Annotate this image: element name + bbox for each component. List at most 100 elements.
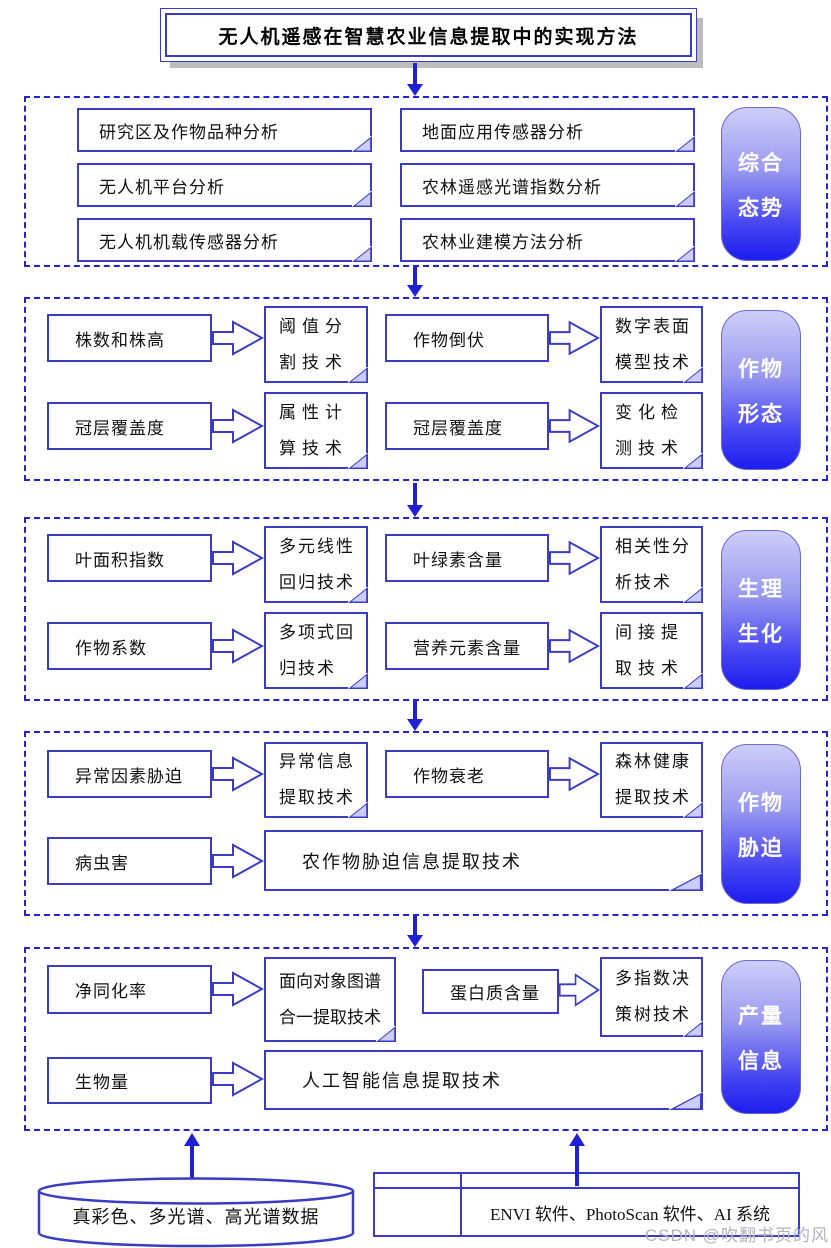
tech-node: 属性计算技术 (264, 392, 368, 469)
flow-node-label: 冠层覆盖度 (413, 418, 503, 438)
flow-node: 叶面积指数 (47, 534, 212, 582)
side-label-line: 作物 (738, 790, 784, 815)
tech-node: 农作物胁迫信息提取技术 (264, 830, 703, 891)
tech-node-label: 多元线性回归技术 (279, 536, 355, 592)
title-box: 无人机遥感在智慧农业信息提取中的实现方法 (160, 8, 697, 62)
tech-node-label: 多指数决策树技术 (615, 969, 691, 1024)
tech-node: 变化检测技术 (600, 392, 703, 469)
folded-corner-icon (352, 246, 372, 262)
flow-node: 净同化率 (47, 965, 212, 1014)
section-yield-info: 净同化率 面向对象图谱合一提取技术 蛋白质含量 多指数决策树技术 生物量 人工智… (24, 947, 828, 1131)
flow-node-label: 农林业建模方法分析 (422, 232, 584, 252)
block-arrow-icon (212, 1060, 264, 1098)
flow-node-label: 作物系数 (75, 638, 147, 658)
tech-node-label: 面向对象图谱合一提取技术 (279, 971, 381, 1027)
down-arrow-icon (406, 698, 424, 732)
folded-corner-icon (683, 453, 703, 469)
down-arrow-icon (406, 913, 424, 948)
side-label-crop-stress: 作物 胁迫 (721, 744, 801, 904)
block-arrow-icon (549, 319, 600, 357)
down-arrow-icon (406, 483, 424, 518)
flow-node-label: 作物倒伏 (413, 330, 485, 350)
block-arrow-icon (212, 970, 264, 1008)
flow-node: 叶绿素含量 (385, 534, 549, 582)
tech-node-label: 人工智能信息提取技术 (302, 1071, 502, 1091)
block-arrow-icon (212, 407, 264, 445)
folded-corner-icon (352, 136, 372, 152)
folded-corner-icon (683, 673, 703, 689)
card-divider (460, 1174, 462, 1235)
tech-node: 阈值分割技术 (264, 306, 368, 383)
side-label-line: 态势 (738, 195, 784, 220)
flow-node: 营养元素含量 (385, 622, 549, 670)
folded-corner-icon (683, 587, 703, 603)
folded-corner-icon (352, 191, 372, 207)
flow-node: 病虫害 (47, 837, 212, 885)
flow-node: 蛋白质含量 (422, 969, 559, 1014)
flow-node-label: 蛋白质含量 (450, 984, 540, 1003)
folded-corner-icon (669, 873, 703, 891)
folded-corner-icon (348, 367, 368, 383)
block-arrow-icon (549, 755, 600, 793)
side-label-line: 作物 (738, 356, 784, 381)
down-arrow-icon (406, 264, 424, 298)
flow-node: 作物系数 (47, 622, 212, 670)
flow-node-label: 净同化率 (75, 982, 147, 1001)
tech-node-label: 农作物胁迫信息提取技术 (302, 851, 522, 872)
tech-node: 多元线性回归技术 (264, 526, 368, 603)
down-arrow-icon (406, 63, 424, 97)
section-crop-stress: 异常因素胁迫 异常信息提取技术 作物衰老 森林健康提取技术 病虫害 农作物胁迫信… (24, 731, 828, 916)
flow-node: 株数和株高 (47, 314, 212, 362)
watermark: CSDN @吹翻书页的风 (644, 1226, 829, 1245)
flow-node: 研究区及作物品种分析 (77, 108, 372, 152)
flow-node: 冠层覆盖度 (385, 402, 549, 450)
flow-node-label: 地面应用传感器分析 (422, 122, 584, 142)
flow-node: 无人机机载传感器分析 (77, 218, 372, 262)
flow-node-label: 生物量 (75, 1073, 129, 1092)
side-label-line: 综合 (738, 150, 784, 175)
side-label-line: 信息 (738, 1048, 784, 1073)
side-label-line: 形态 (738, 401, 784, 426)
flow-node: 异常因素胁迫 (47, 750, 212, 798)
folded-corner-icon (675, 191, 695, 207)
tech-node-label: 相关性分析技术 (615, 536, 691, 592)
flow-node-label: 叶绿素含量 (413, 550, 503, 570)
tech-node: 间接提取技术 (600, 612, 703, 689)
side-label-yield-info: 产量 信息 (721, 960, 801, 1114)
block-arrow-icon (559, 972, 600, 1008)
section-physiology: 叶面积指数 多元线性回归技术 叶绿素含量 相关性分析技术 作物系数 多项式回归技… (24, 517, 828, 701)
flow-node: 作物衰老 (385, 750, 549, 798)
flow-node-label: 异常因素胁迫 (75, 766, 183, 786)
tech-node-label: 异常信息提取技术 (279, 752, 355, 807)
folded-corner-icon (348, 802, 368, 818)
flow-node-label: 研究区及作物品种分析 (99, 122, 279, 142)
block-arrow-icon (212, 842, 264, 880)
tech-node: 数字表面模型技术 (600, 306, 703, 383)
block-arrow-icon (549, 407, 600, 445)
block-arrow-icon (549, 627, 600, 665)
tech-node: 人工智能信息提取技术 (264, 1050, 703, 1110)
side-label-line: 产量 (738, 1003, 784, 1028)
folded-corner-icon (669, 1092, 703, 1110)
page-title: 无人机遥感在智慧农业信息提取中的实现方法 (165, 13, 692, 57)
flow-node-label: 病虫害 (75, 853, 129, 873)
block-arrow-icon (212, 319, 264, 357)
tech-node-label: 多项式回归技术 (279, 622, 355, 678)
software-list-label: ENVI 软件、PhotoScan 软件、AI 系统 (489, 1204, 770, 1224)
up-arrow-icon (568, 1133, 586, 1186)
tech-node: 多指数决策树技术 (600, 957, 703, 1037)
folded-corner-icon (348, 673, 368, 689)
card-shape: ENVI 软件、PhotoScan 软件、AI 系统 (373, 1172, 800, 1237)
folded-corner-icon (683, 367, 703, 383)
flow-node: 生物量 (47, 1057, 212, 1104)
data-source-label: 真彩色、多光谱、高光谱数据 (72, 1207, 320, 1227)
tech-node-label: 森林健康提取技术 (615, 752, 691, 807)
flow-node-label: 无人机机载传感器分析 (99, 232, 279, 252)
folded-corner-icon (348, 587, 368, 603)
flow-node-label: 株数和株高 (75, 330, 165, 350)
flow-node-label: 作物衰老 (413, 766, 485, 786)
block-arrow-icon (212, 539, 264, 577)
side-label-line: 生化 (738, 621, 784, 646)
flow-node: 农林遥感光谱指数分析 (400, 163, 695, 207)
